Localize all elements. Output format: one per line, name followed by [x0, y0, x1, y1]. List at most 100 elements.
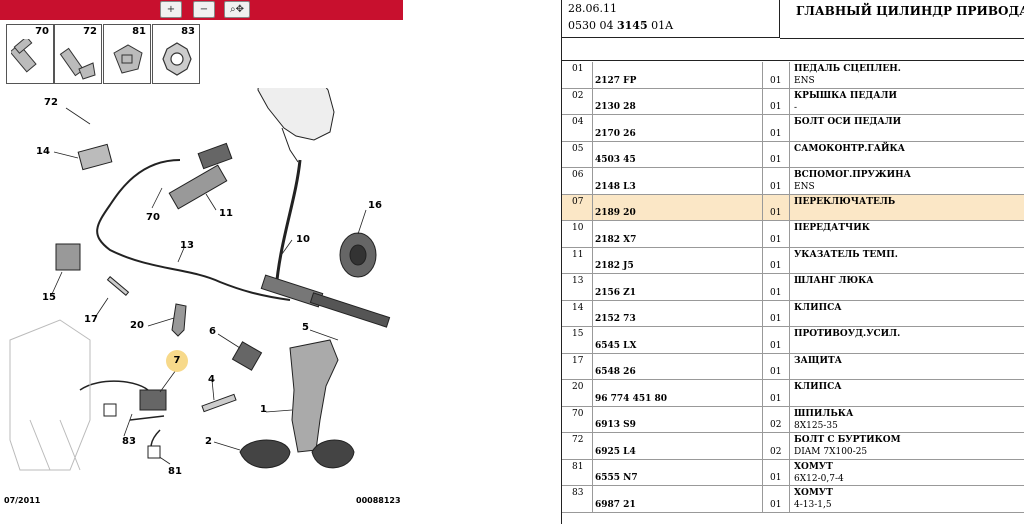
row-description: ШЛАНГ ЛЮКА: [794, 276, 874, 286]
flange-bolt-icon: [59, 47, 96, 80]
row-description: ВСПОМОГ.ПРУЖИНА: [794, 170, 911, 180]
callout-10[interactable]: 10: [296, 234, 310, 245]
callout-72[interactable]: 72: [44, 97, 58, 108]
callout-15[interactable]: 15: [42, 292, 56, 303]
row-quantity: 01: [770, 208, 782, 218]
fastener-number: 81: [132, 26, 146, 37]
row-quantity: 01: [770, 473, 782, 483]
row-description: ПЕДАЛЬ СЦЕПЛЕН.: [794, 64, 901, 74]
row-qty-cell: 01: [763, 62, 790, 88]
row-qty-cell: 01: [763, 327, 790, 353]
fastener-box-72[interactable]: 72: [54, 24, 102, 84]
pedal-bolt: [201, 393, 237, 413]
pedal-pad: [239, 439, 291, 469]
row-position: 07: [562, 194, 593, 220]
row-quantity: 01: [770, 340, 782, 351]
callout-81[interactable]: 81: [168, 466, 182, 477]
row-description: БОЛТ ОСИ ПЕДАЛИ: [794, 117, 902, 127]
row-reference: 96 774 451 80: [595, 393, 668, 404]
shield-17: [106, 276, 130, 296]
fastener-box-81[interactable]: 81: [103, 24, 151, 84]
callout-1[interactable]: 1: [260, 404, 267, 415]
row-detail: 8X125-35: [794, 420, 838, 431]
fastener-box-70[interactable]: 70: [6, 24, 54, 84]
row-reference: 2156 Z1: [595, 287, 637, 298]
row-position: 01: [562, 62, 593, 88]
row-detail: 4-13-1,5: [794, 500, 832, 510]
callout-14[interactable]: 14: [36, 146, 50, 157]
code-suffix: 01A: [647, 19, 674, 32]
row-position: 72: [562, 433, 593, 459]
slave-cylinder: [168, 142, 233, 210]
row-description: КРЫШКА ПЕДАЛИ: [794, 90, 897, 101]
callout-13[interactable]: 13: [180, 240, 194, 251]
code-bold: 3145: [616, 19, 648, 32]
row-reference: 6913 S9: [595, 420, 636, 430]
diagram-toolbar: + − ⌕✥: [0, 0, 403, 20]
row-ref-cell: 6555 N7: [593, 459, 763, 485]
row-reference: 2152 73: [595, 314, 636, 324]
fastener-number: 70: [35, 26, 49, 37]
row-ref-cell: 2182 J5: [593, 247, 763, 273]
zoom-out-button[interactable]: −: [193, 1, 215, 18]
callout-20[interactable]: 20: [130, 320, 144, 331]
row-ref-cell: 4503 45: [593, 141, 763, 167]
row-position: 10: [562, 221, 593, 247]
row-description: КЛИПСА: [794, 302, 842, 313]
callout-4[interactable]: 4: [208, 374, 215, 385]
row-qty-cell: 01: [763, 300, 790, 326]
callout-83[interactable]: 83: [122, 436, 136, 447]
parts-header-info: 28.06.11 0530 04 3145 01A: [562, 0, 780, 38]
pedal-pad: [311, 439, 355, 469]
row-qty-cell: 02: [763, 433, 790, 459]
row-detail: -: [794, 102, 798, 113]
clip-14: [77, 143, 113, 171]
clutch-pipe: [96, 159, 291, 301]
catalog-code: 0530 04 3145 01A: [568, 19, 673, 32]
callout-2[interactable]: 2: [205, 436, 212, 447]
row-ref-cell: 6925 L4: [593, 433, 763, 459]
callout-11[interactable]: 11: [219, 208, 233, 219]
code-prefix: 0530 04: [568, 19, 617, 32]
row-quantity: 01: [770, 128, 782, 139]
callout-6[interactable]: 6: [209, 326, 216, 337]
row-description: ХОМУТ: [794, 488, 833, 498]
row-qty-cell: 01: [763, 221, 790, 247]
callout-7-highlighted[interactable]: 7: [166, 350, 188, 372]
row-ref-cell: 2148 L3: [593, 168, 763, 194]
row-quantity: 01: [770, 75, 782, 86]
row-ref-cell: 2130 28: [593, 88, 763, 114]
row-quantity: 01: [770, 155, 782, 165]
fastener-box-83[interactable]: 83: [152, 24, 200, 84]
zoom-in-button[interactable]: +: [160, 1, 182, 18]
callout-16[interactable]: 16: [368, 200, 382, 211]
callout-70[interactable]: 70: [146, 212, 160, 223]
callout-17[interactable]: 17: [84, 314, 98, 325]
row-qty-cell: 01: [763, 115, 790, 141]
pan-zoom-button[interactable]: ⌕✥: [224, 1, 250, 18]
row-qty-cell: 01: [763, 486, 790, 512]
callout-5[interactable]: 5: [302, 322, 309, 333]
header-divider: [780, 38, 1024, 39]
row-description: ЗАЩИТА: [794, 355, 842, 366]
row-reference: 2127 FP: [595, 75, 637, 86]
row-position: 20: [562, 380, 593, 406]
